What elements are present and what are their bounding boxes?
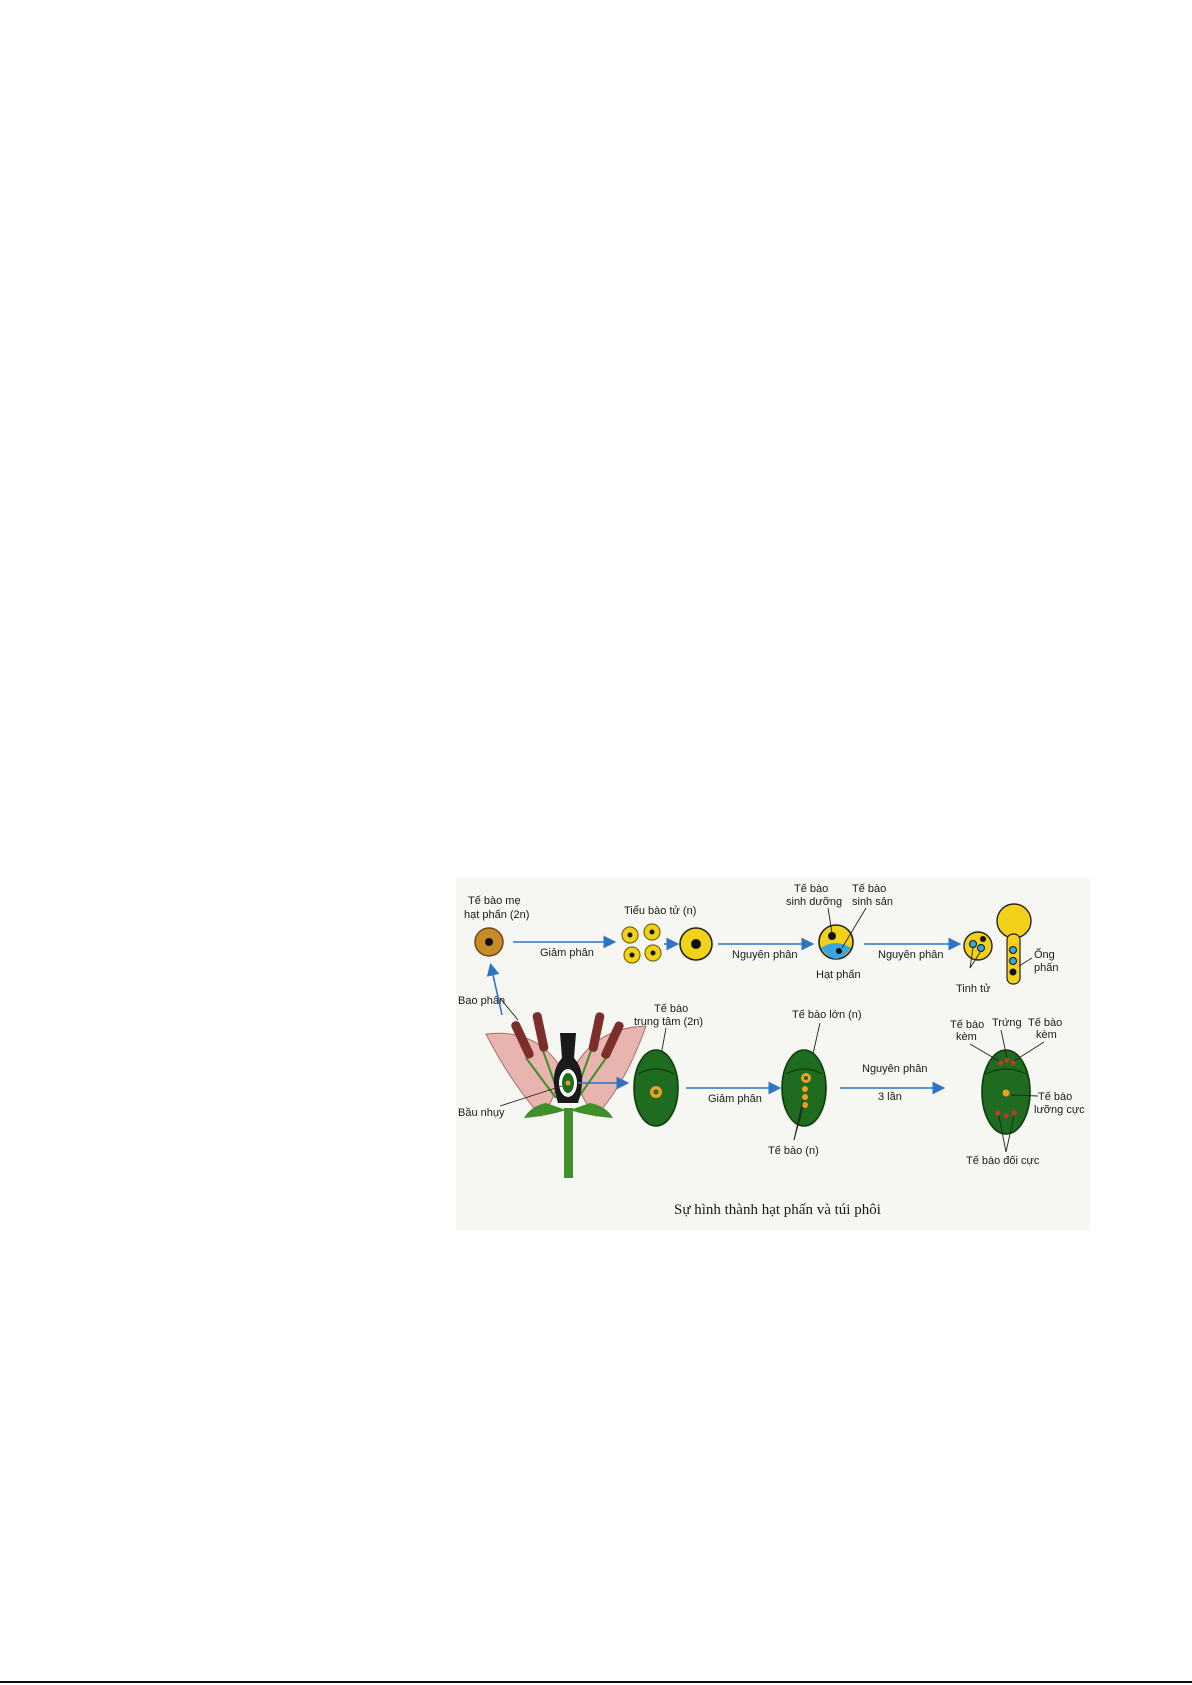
figure-caption: Sự hình thành hạt phấn và túi phôi [674,1202,881,1218]
label-generative-cell-1: Tế bào [852,883,886,895]
pollen-grain [818,924,854,960]
pollen-mother-cell [474,927,504,957]
label-vegetative-cell-1: Tế bào [794,883,828,895]
anther-to-mother-cell-arrow [486,962,503,1016]
label-mitosis-1: Nguyên phân [732,949,797,961]
label-pollen-tube-2: phấn [1034,962,1058,974]
label-polar-cell-2: lưỡng cực [1034,1104,1085,1116]
label-cells-n: Tế bào (n) [768,1145,819,1157]
label-synergid-right-1: Tế bào [1028,1017,1062,1029]
label-sperm: Tinh tử [956,983,991,995]
label-anther: Bao phấn [458,995,505,1007]
label-antipodal: Tế bào đối cực [966,1155,1040,1167]
label-generative-cell-2: sinh sản [852,896,893,908]
label-meiosis-top: Giảm phân [540,947,594,959]
label-pollen-mother-cell-2: hạt phấn (2n) [464,909,529,921]
label-pollen-tube-1: Ống [1034,947,1055,961]
label-central-cell-1: Tế bào [654,1003,688,1015]
pollen-embryo-sac-figure: Tế bào mẹ hạt phấn (2n) Giảm phân Tiểu b… [456,878,1090,1230]
label-synergid-left-2: kèm [956,1031,977,1043]
label-ovary: Bầu nhụy [458,1107,505,1119]
microspore-tetrad [621,923,662,964]
label-mitosis-3x-2: 3 lần [878,1091,902,1103]
label-mitosis-3x-1: Nguyên phân [862,1063,927,1075]
label-microspore: Tiểu bào tử (n) [624,905,696,917]
flower [485,1012,647,1178]
label-mitosis-2: Nguyên phân [878,949,943,961]
label-pollen-mother-cell-1: Tế bào mẹ [468,895,521,907]
pollen-with-sperm [963,931,993,961]
ovule-2n [633,1049,679,1127]
ovule-n [781,1049,827,1127]
pollen-tube [996,903,1032,985]
embryo-sac [981,1049,1031,1135]
label-vegetative-cell-2: sinh dưỡng [786,896,842,908]
label-meiosis-bottom: Giảm phân [708,1093,762,1105]
figure-svg: Tế bào mẹ hạt phấn (2n) Giảm phân Tiểu b… [458,883,1085,1218]
label-egg: Trứng [992,1017,1022,1029]
label-central-cell-2: trung tâm (2n) [634,1016,703,1028]
label-pollen-grain: Hạt phấn [816,969,861,981]
label-large-cell: Tế bào lớn (n) [792,1009,862,1021]
label-synergid-left-1: Tế bào [950,1019,984,1031]
single-microspore [679,927,713,961]
label-polar-cell-1: Tế bào [1038,1091,1072,1103]
label-synergid-right-2: kèm [1036,1029,1057,1041]
bottom-rule [0,1681,1192,1683]
